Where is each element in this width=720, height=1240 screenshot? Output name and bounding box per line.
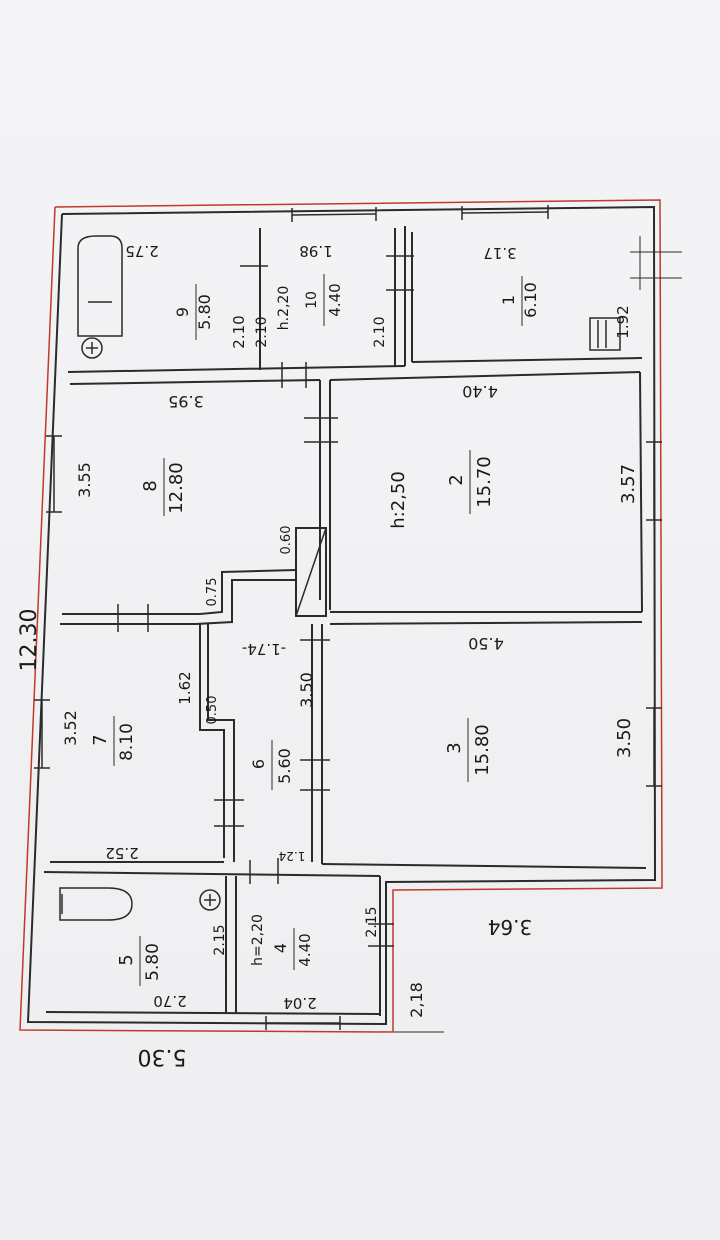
room-dimension: 1.98 — [299, 242, 332, 260]
heater-icon — [589, 317, 621, 351]
room-dimension: 0.60 — [279, 526, 294, 555]
wall — [321, 863, 647, 869]
bathtub-icon — [59, 887, 221, 921]
room-dimension: 2.52 — [105, 844, 138, 862]
room-4: 4 4.40 h=2,20 2.15 2.04 — [250, 906, 380, 1012]
room-dimension: 1.92 — [614, 305, 632, 338]
room-height: h.2,20 — [276, 286, 292, 331]
dimension-label: 2,18 — [407, 982, 426, 1018]
dimension-lines — [394, 236, 682, 1033]
room-dimension: 4.50 — [468, 634, 504, 653]
room-number: 3 — [444, 742, 465, 753]
room-9: 9 5.80 2.75 2.10 — [125, 242, 248, 349]
room-dimension: 3.50 — [297, 672, 316, 708]
room-6: 6 5.60 -1.74- 3.50 0.50 1.24 — [205, 640, 316, 863]
room-5: 5 5.80 2.15 2.70 — [116, 924, 228, 1010]
room-dimension: 4.40 — [462, 382, 498, 401]
window — [46, 435, 62, 513]
stair-block — [295, 527, 327, 617]
room-2: 2 15.70 h:2,50 4.40 3.57 — [388, 382, 639, 529]
room-area: 4.40 — [326, 283, 344, 316]
room-number: 1 — [499, 295, 518, 305]
wall — [67, 365, 406, 373]
window — [34, 699, 50, 769]
room-number: 9 — [173, 307, 192, 317]
room-1: 1 6.10 3.17 1.92 — [483, 244, 632, 339]
room-dimension: 2.15 — [364, 906, 380, 937]
room-8: 8 12.80 3.95 3.55 0.75 0.60 — [75, 392, 294, 606]
room-number: 2 — [446, 474, 467, 485]
window — [461, 205, 549, 220]
dimension-label: 3.64 — [488, 915, 533, 939]
room-height: h=2,20 — [250, 914, 266, 966]
exterior-wall — [26, 205, 657, 1026]
room-area: 15.70 — [474, 456, 495, 508]
room-area: 8.10 — [117, 723, 137, 761]
room-7: 7 8.10 3.52 2.52 1.62 — [61, 671, 194, 862]
room-number: 6 — [249, 759, 268, 769]
room-dimension: -1.74- — [242, 640, 286, 658]
room-dimension: 2.10 — [254, 316, 270, 347]
room-dimension: 0.50 — [205, 696, 220, 725]
wall — [329, 371, 641, 381]
room-dimension: 3.52 — [61, 710, 80, 746]
window — [646, 707, 662, 787]
room-dimension: 0.75 — [205, 578, 220, 607]
room-dimension: 3.50 — [614, 718, 635, 758]
wall — [45, 1011, 381, 1015]
room-area: 12.80 — [166, 462, 187, 514]
bathtub-icon — [77, 235, 123, 359]
stair-diagonal — [295, 527, 327, 617]
wall — [43, 871, 381, 877]
room-area: 5.80 — [143, 943, 163, 981]
room-dimension: 3.17 — [483, 244, 516, 262]
overall-width: 12.30 — [17, 609, 42, 672]
room-3: 3 15.80 4.50 3.50 — [444, 634, 635, 782]
room-area: 15.80 — [472, 724, 493, 776]
outer-outline — [19, 199, 663, 1033]
room-dimension: 3.55 — [75, 462, 94, 498]
room-dimension: 3.57 — [618, 464, 639, 504]
room-height: h:2,50 — [388, 471, 409, 529]
wall — [329, 621, 643, 625]
end-dimension: 5.30 — [138, 1044, 187, 1069]
wall — [69, 379, 321, 385]
room-dimension: 1.62 — [176, 671, 194, 704]
window — [265, 1016, 341, 1030]
room-area: 5.80 — [195, 294, 214, 330]
wall — [411, 357, 643, 363]
room-number: 7 — [90, 734, 111, 745]
room-number: 10 — [304, 291, 320, 309]
room-dimension: 2.10 — [372, 316, 388, 347]
window — [291, 207, 377, 222]
room-dimension: 2.75 — [125, 242, 158, 260]
room-number: 5 — [116, 954, 137, 965]
room-area: 5.60 — [275, 748, 294, 784]
wall — [199, 624, 225, 858]
room-area: 4.40 — [296, 933, 314, 966]
wall — [639, 371, 643, 613]
room-dimension: 2.04 — [283, 994, 316, 1012]
room-10: 10 4.40 h.2,20 1.98 2.10 2.10 — [254, 242, 388, 348]
door-marks — [117, 255, 414, 947]
room-dimension: 2.70 — [153, 992, 186, 1010]
wall — [195, 579, 296, 625]
room-dimension: 2.10 — [230, 315, 248, 348]
room-number: 4 — [271, 943, 290, 953]
room-area: 6.10 — [521, 282, 540, 318]
room-dimension: 2.15 — [212, 924, 228, 955]
wall — [207, 624, 235, 862]
window — [646, 441, 662, 521]
room-dimension: 3.95 — [168, 392, 204, 411]
room-dimension: 1.24 — [279, 849, 306, 863]
room-number: 8 — [140, 480, 161, 491]
wall — [199, 569, 297, 615]
